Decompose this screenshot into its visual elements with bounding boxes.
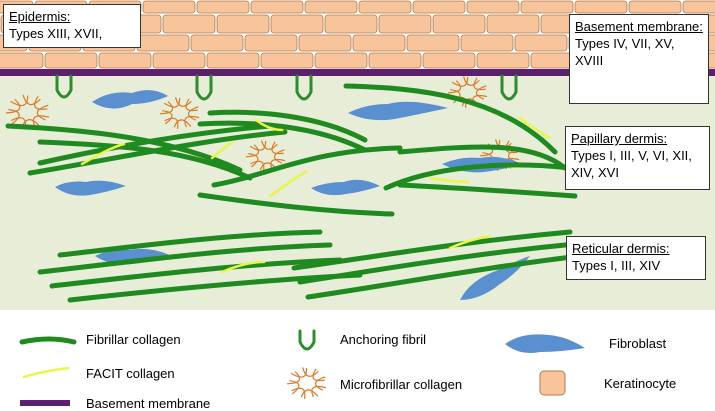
legend-keratinocyte-swatch (539, 370, 566, 396)
legend-facit-label: FACIT collagen (86, 366, 175, 381)
keratinocyte-cell (44, 52, 98, 69)
keratinocyte-cell (216, 14, 270, 34)
papillary-dermis-label: Papillary dermis: Types I, III, V, VI, X… (565, 126, 710, 190)
keratinocyte-cell (682, 0, 715, 14)
legend-fibroblast-swatch (505, 334, 585, 353)
legend-microfibrillar-label: Microfibrillar collagen (340, 377, 463, 392)
legend-anchoring-fibril-swatch (298, 329, 316, 351)
legend-facit-swatch (22, 366, 70, 379)
papillary-dermis-title: Papillary dermis: (571, 131, 668, 146)
facit-collagen-segments (80, 116, 552, 274)
anchoring-fibrils (55, 74, 518, 101)
microfibrillar-cluster (159, 97, 200, 129)
keratinocyte-cell (460, 34, 514, 52)
legend-anchoring-fibril-label: Anchoring fibril (340, 332, 426, 347)
keratinocyte-cell (162, 14, 216, 34)
keratinocyte-cell (324, 14, 378, 34)
keratinocyte-cell (314, 52, 368, 69)
epidermis-title: Epidermis: (9, 9, 71, 24)
legend-fibroblast-label: Fibroblast (609, 336, 667, 351)
keratinocyte-cell (432, 14, 486, 34)
legend-fibrillar-swatch (19, 336, 77, 345)
keratinocyte-cell (574, 0, 628, 14)
keratinocyte-cell (142, 0, 196, 14)
basement-membrane-line (0, 69, 715, 76)
keratinocyte-cell (628, 0, 682, 14)
microfibrillar-cluster (5, 94, 50, 130)
legend-keratinocyte-label: Keratinocyte (604, 376, 677, 391)
keratinocyte-cell (250, 0, 304, 14)
basement-membrane-types: Types IV, VII, XV, XVIII (575, 36, 675, 68)
keratinocyte-cell (152, 52, 206, 69)
keratinocyte-cell (466, 0, 520, 14)
keratinocyte-cell (298, 34, 352, 52)
keratinocyte-cell (476, 52, 530, 69)
reticular-dermis-title: Reticular dermis: (572, 241, 670, 256)
keratinocyte-cell (244, 34, 298, 52)
keratinocyte-cell (352, 34, 406, 52)
keratinocyte-cell (486, 14, 540, 34)
keratinocyte-cell (406, 34, 460, 52)
keratinocyte-cell (196, 0, 250, 14)
legend-basement-membrane-label: Basement membrane (86, 396, 211, 411)
keratinocyte-cell (190, 34, 244, 52)
legend-fibrillar-label: Fibrillar collagen (86, 332, 181, 347)
fibrillar-collagen-bundles (5, 83, 583, 303)
keratinocyte-cell (368, 52, 422, 69)
keratinocyte-cell (358, 0, 412, 14)
basement-membrane-label: Basement membrane: Types IV, VII, XV, XV… (569, 14, 709, 104)
keratinocyte-cell (304, 0, 358, 14)
legend-basement-membrane-swatch (20, 400, 70, 406)
reticular-dermis-label: Reticular dermis: Types I, III, XIV (566, 236, 706, 280)
keratinocyte-cell (378, 14, 432, 34)
microfibrillar-cluster (286, 367, 327, 399)
keratinocyte-cell (520, 0, 574, 14)
reticular-dermis-types: Types I, III, XIV (572, 258, 661, 273)
keratinocyte-cell (0, 52, 44, 69)
basement-membrane-title: Basement membrane: (575, 19, 703, 34)
epidermis-label: Epidermis: Types XIII, XVII, (3, 4, 141, 48)
keratinocyte-cell (422, 52, 476, 69)
keratinocyte-cell (412, 0, 466, 14)
keratinocyte-cell (260, 52, 314, 69)
keratinocyte-cell (98, 52, 152, 69)
keratinocyte-cell (514, 34, 568, 52)
legend-microfibrillar-swatch (286, 367, 327, 399)
keratinocyte-cell (206, 52, 260, 69)
epidermis-types: Types XIII, XVII, (9, 26, 103, 41)
papillary-dermis-types: Types I, III, V, VI, XII, XIV, XVI (571, 148, 692, 180)
keratinocyte-cell (270, 14, 324, 34)
keratinocyte-cell (136, 34, 190, 52)
